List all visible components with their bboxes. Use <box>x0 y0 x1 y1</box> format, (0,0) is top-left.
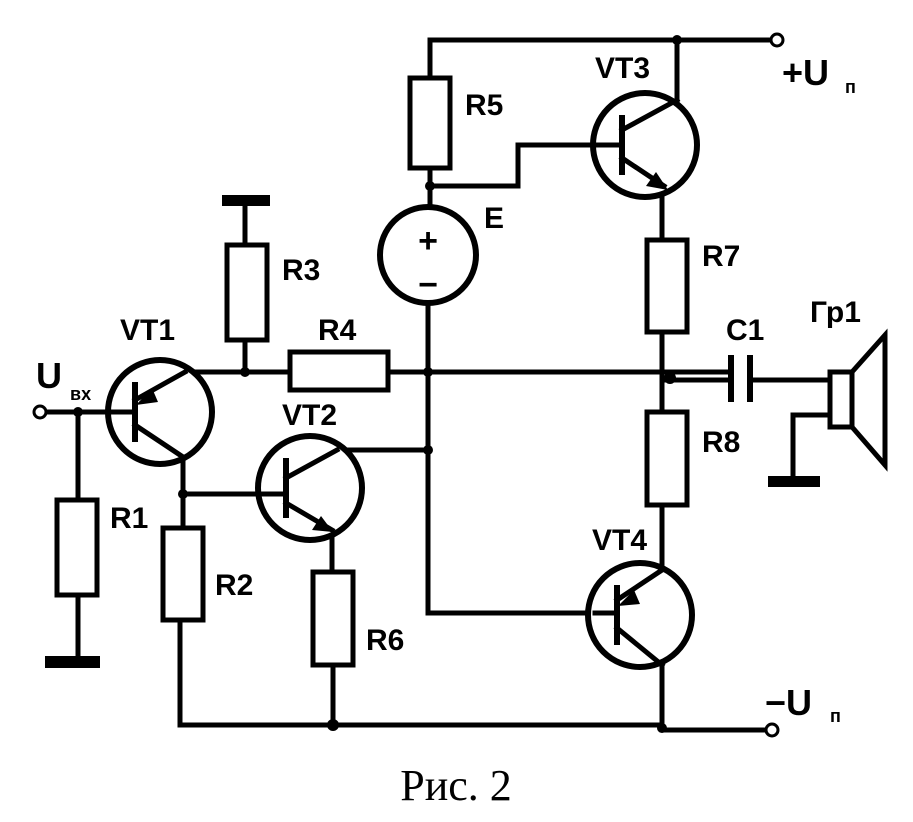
junction-dots <box>73 35 682 733</box>
label-r4: R4 <box>318 314 357 347</box>
terminal-labels: U вх +U п −U п <box>36 52 856 726</box>
label-e: E <box>484 202 504 235</box>
source-minus-sign: − <box>418 266 438 304</box>
capacitor-c1 <box>728 355 753 402</box>
transistor-vt2 <box>255 433 365 543</box>
label-speaker: Гр1 <box>810 296 861 329</box>
transistor-vt4 <box>585 560 695 670</box>
figure-caption: Рис. 2 <box>400 761 512 810</box>
label-vt2: VT2 <box>282 399 337 432</box>
voltage-source-e: + − <box>377 204 479 306</box>
ground-r1 <box>45 656 100 668</box>
component-labels: R1 R2 R3 R4 R5 R6 R7 R8 VT1 VT2 VT3 VT4 … <box>110 52 861 657</box>
label-c1: C1 <box>726 314 764 347</box>
label-r3: R3 <box>282 254 320 287</box>
label-plus-supply-main: +U <box>782 52 829 93</box>
label-minus-supply-main: −U <box>765 682 812 723</box>
transistor-vt3 <box>590 90 700 200</box>
label-r2: R2 <box>215 569 253 602</box>
ground-speaker <box>768 476 820 487</box>
resistor-r4 <box>287 349 391 393</box>
label-vt1: VT1 <box>120 314 175 347</box>
label-vt4: VT4 <box>592 524 647 557</box>
label-input-main: U <box>36 355 62 396</box>
label-r5: R5 <box>465 89 503 122</box>
label-r7: R7 <box>702 240 740 273</box>
resistor-r2 <box>160 525 206 623</box>
resistor-r7 <box>644 237 690 335</box>
resistor-r6 <box>310 569 356 668</box>
resistor-r5 <box>407 75 453 171</box>
label-plus-supply-sub: п <box>845 77 856 97</box>
label-r1: R1 <box>110 502 148 535</box>
label-r6: R6 <box>366 624 404 657</box>
label-r8: R8 <box>702 426 740 459</box>
source-plus-sign: + <box>418 222 438 260</box>
transistor-vt1 <box>105 357 215 467</box>
input-terminal <box>32 404 48 420</box>
resistor-r1 <box>54 497 100 598</box>
resistor-r3 <box>224 242 270 343</box>
label-input-sub: вх <box>70 384 91 404</box>
label-minus-supply-sub: п <box>830 706 841 726</box>
speaker-gr1 <box>827 328 888 472</box>
minus-supply-terminal <box>764 722 780 738</box>
ground-r3 <box>222 195 270 206</box>
label-vt3: VT3 <box>595 52 650 85</box>
plus-supply-terminal <box>769 32 785 48</box>
resistor-r8 <box>644 409 690 508</box>
